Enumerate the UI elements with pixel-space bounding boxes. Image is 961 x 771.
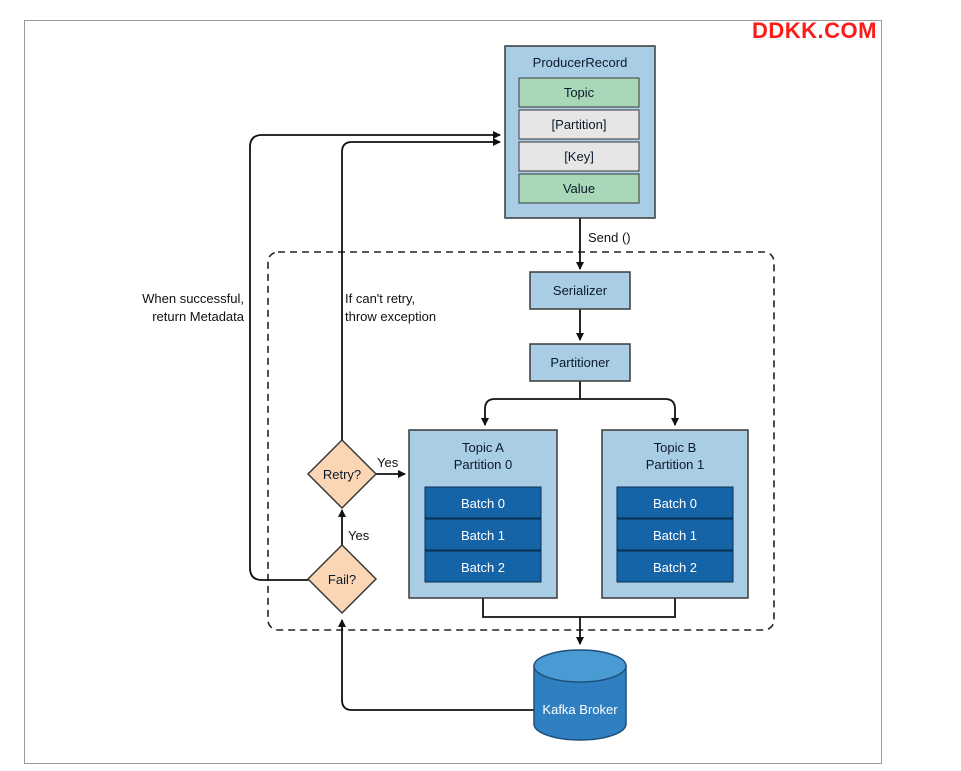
fail-yes-label: Yes [348,528,370,543]
topic-a-batch-1 [424,518,542,551]
producer-record-title: ProducerRecord [533,55,628,70]
topic-a-name: Topic A [462,440,504,455]
producer-boundary [267,251,775,631]
field-topic-cell [518,77,640,108]
broker-response-arrow [338,619,534,711]
topic-b-batch-1-label: Batch 1 [653,528,697,543]
serializer-box [529,271,631,310]
success-note-line2: return Metadata [152,309,245,324]
fail-label: Fail? [328,572,356,587]
field-key-cell [518,141,640,172]
field-partition: [Partition] [552,117,607,132]
exception-note-line1: If can't retry, [345,291,415,306]
topic-b-batch-0 [616,486,734,519]
broker-label: Kafka Broker [542,702,618,717]
field-key: [Key] [564,149,594,164]
topic-a-partition-label: Partition 0 [454,457,513,472]
field-value-cell [518,173,640,204]
topic-a-batch-1-label: Batch 1 [461,528,505,543]
fail-diamond [306,543,378,615]
field-value: Value [563,181,595,196]
exception-arrow [341,138,501,440]
send-label: Send () [588,230,631,245]
topic-b-batch-0-label: Batch 0 [653,496,697,511]
field-partition-cell [518,109,640,140]
to-topic-b-arrow [580,398,679,426]
kafka-broker: Kafka Broker [533,649,627,741]
exception-note-line2: throw exception [345,309,436,324]
retry-yes-label: Yes [377,455,399,470]
retry-diamond [306,438,378,510]
topics-merge-line [482,598,676,618]
topic-b-batch-1 [616,518,734,551]
topic-a-batch-0-label: Batch 0 [461,496,505,511]
topic-b-batch-2-label: Batch 2 [653,560,697,575]
producer-record: ProducerRecord Topic [Partition] [Key] V… [504,45,656,219]
topic-b-batch-2 [616,550,734,583]
topic-a-batch-2-label: Batch 2 [461,560,505,575]
topic-b-partition-label: Partition 1 [646,457,705,472]
watermark: DDKK.COM [752,18,877,43]
topic-a-batch-2 [424,550,542,583]
field-topic: Topic [564,85,595,100]
to-topic-a-arrow [481,381,581,426]
topic-b-partition: Topic B Partition 1 Batch 0 Batch 1 Batc… [601,429,749,599]
topic-a-batch-0 [424,486,542,519]
topic-b-name: Topic B [654,440,697,455]
metadata-arrow [249,131,501,581]
success-note-line1: When successful, [142,291,244,306]
partitioner-box [529,343,631,382]
serializer-label: Serializer [553,283,608,298]
partitioner-label: Partitioner [550,355,610,370]
diagram-frame [24,20,882,764]
topic-a-partition: Topic A Partition 0 Batch 0 Batch 1 Batc… [408,429,558,599]
retry-label: Retry? [323,467,361,482]
